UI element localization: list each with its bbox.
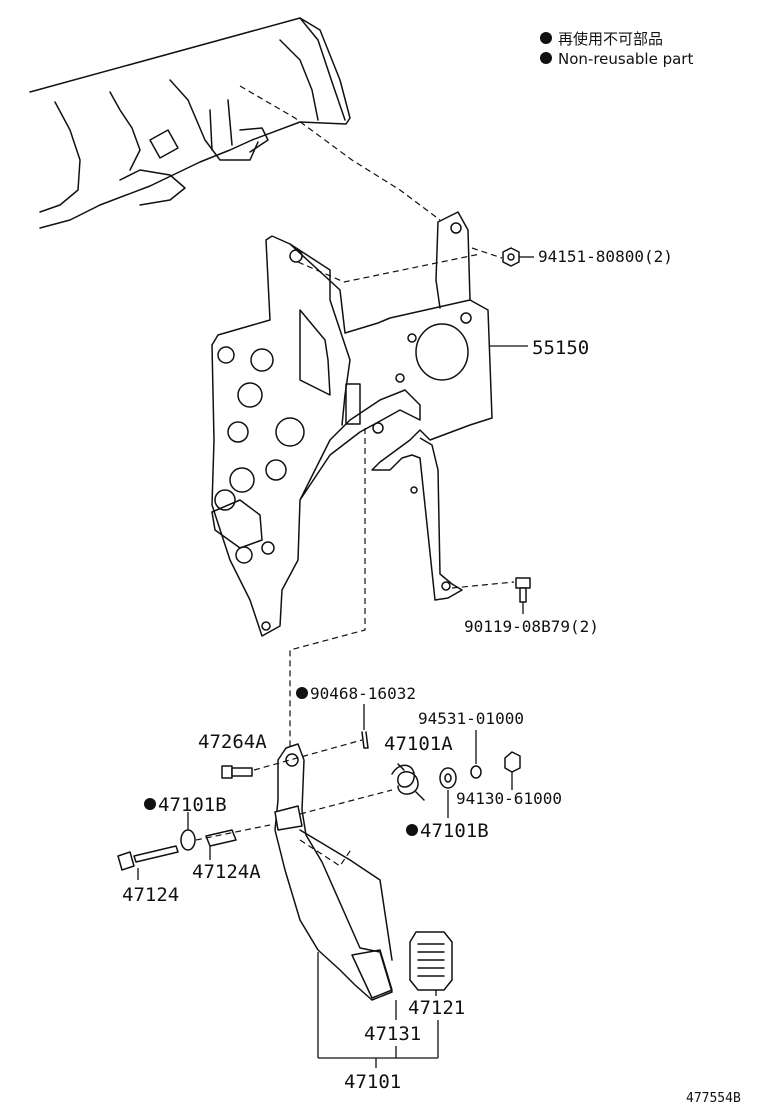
label-94151: 94151-80800(2)	[538, 247, 673, 266]
collar-icon	[205, 829, 237, 847]
label-47131: 47131	[364, 1023, 421, 1045]
label-94531: 94531-01000	[418, 709, 524, 728]
leader-lines	[137, 256, 534, 1068]
label-47101B-left: 47101B	[158, 794, 227, 816]
non-reusable-dot-icon	[406, 824, 418, 836]
label-90119: 90119-08B79(2)	[464, 617, 599, 636]
diagram-id: 477554B	[686, 1091, 741, 1106]
label-47101: 47101	[344, 1071, 401, 1093]
non-reusable-dot-icon	[144, 798, 156, 810]
label-55150: 55150	[532, 337, 589, 359]
clutch-pedal-drawing	[274, 743, 393, 1001]
bushing-icon	[439, 767, 457, 789]
label-47124A: 47124A	[192, 861, 261, 883]
label-94130: 94130-61000	[456, 789, 562, 808]
legend-en: Non-reusable part	[558, 50, 693, 68]
bolt-47264a-icon	[221, 765, 233, 779]
non-reusable-dot-icon	[540, 52, 552, 64]
label-47124: 47124	[122, 884, 179, 906]
non-reusable-dot-icon	[296, 687, 308, 699]
pedal-bracket-drawing	[211, 211, 493, 637]
washer-icon	[470, 765, 482, 779]
nut-icon	[502, 247, 520, 267]
non-reusable-dot-icon	[540, 32, 552, 44]
assembly-lines	[195, 85, 515, 867]
part-labels: 94151-80800(2) 55150 90119-08B79(2) 9046…	[122, 247, 741, 1106]
pedal-pad-drawing	[409, 931, 453, 991]
nut-94130-icon	[504, 751, 521, 773]
legend-jp: 再使用不可部品	[558, 30, 663, 48]
label-47121: 47121	[408, 997, 465, 1019]
dash-panel-drawing	[29, 17, 351, 229]
return-spring-icon	[391, 763, 425, 801]
bolt-icon	[515, 577, 531, 589]
label-47101A: 47101A	[384, 733, 453, 755]
legend: 再使用不可部品 Non-reusable part	[540, 30, 693, 68]
hardware-drawings	[117, 247, 531, 871]
label-47264A: 47264A	[198, 731, 267, 753]
label-90468: 90468-16032	[310, 684, 416, 703]
bolt-47124-icon	[117, 851, 135, 871]
label-47101B-right: 47101B	[420, 820, 489, 842]
